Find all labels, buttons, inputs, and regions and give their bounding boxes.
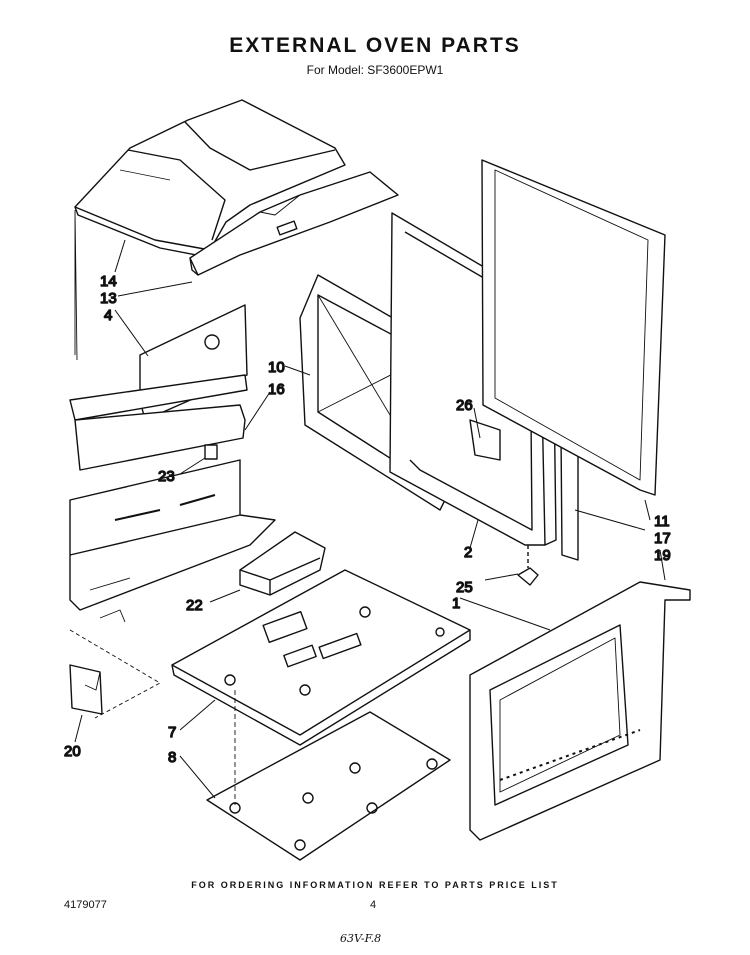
ordering-note: FOR ORDERING INFORMATION REFER TO PARTS …: [191, 880, 559, 890]
callout-17: 17: [654, 530, 671, 547]
callout-7: 7: [168, 724, 176, 741]
floor-panel-part: [206, 690, 451, 861]
rear-panel-part: [69, 209, 248, 421]
callout-10: 10: [268, 359, 285, 376]
handwritten-note: 63V-F.8: [340, 932, 382, 945]
front-panel-part: [74, 404, 246, 471]
callout-25: 25: [456, 579, 473, 596]
top-bracket-part: [189, 171, 399, 276]
callout-13: 13: [100, 290, 117, 307]
document-number: 4179077: [64, 899, 107, 911]
page-number: 4: [370, 899, 377, 911]
callout-19: 19: [654, 547, 671, 564]
callout-1: 1: [452, 595, 460, 612]
insulation-pad-part: [69, 629, 161, 719]
outer-door-part: [469, 581, 691, 841]
lower-frame-part: [69, 459, 276, 623]
model-subtitle: For Model: SF3600EPW1: [306, 63, 444, 77]
callout-16: 16: [268, 381, 285, 398]
bracket-box-part: [239, 531, 326, 596]
callout-26: 26: [456, 397, 473, 414]
callout-23: 23: [158, 468, 175, 485]
glass-panel-part: [481, 159, 666, 496]
leader-lines: [74, 239, 666, 799]
top-panel-part: [74, 99, 346, 259]
page-title: EXTERNAL OVEN PARTS: [229, 34, 521, 57]
callout-11: 11: [654, 513, 670, 530]
callout-2: 2: [464, 544, 472, 561]
bottom-panel-part: [171, 569, 471, 746]
callout-14: 14: [100, 273, 117, 290]
hinge-foot-part: [517, 545, 539, 586]
callout-22: 22: [186, 597, 203, 614]
callout-20: 20: [64, 743, 81, 760]
callout-4: 4: [104, 307, 112, 324]
callout-8: 8: [168, 749, 176, 766]
